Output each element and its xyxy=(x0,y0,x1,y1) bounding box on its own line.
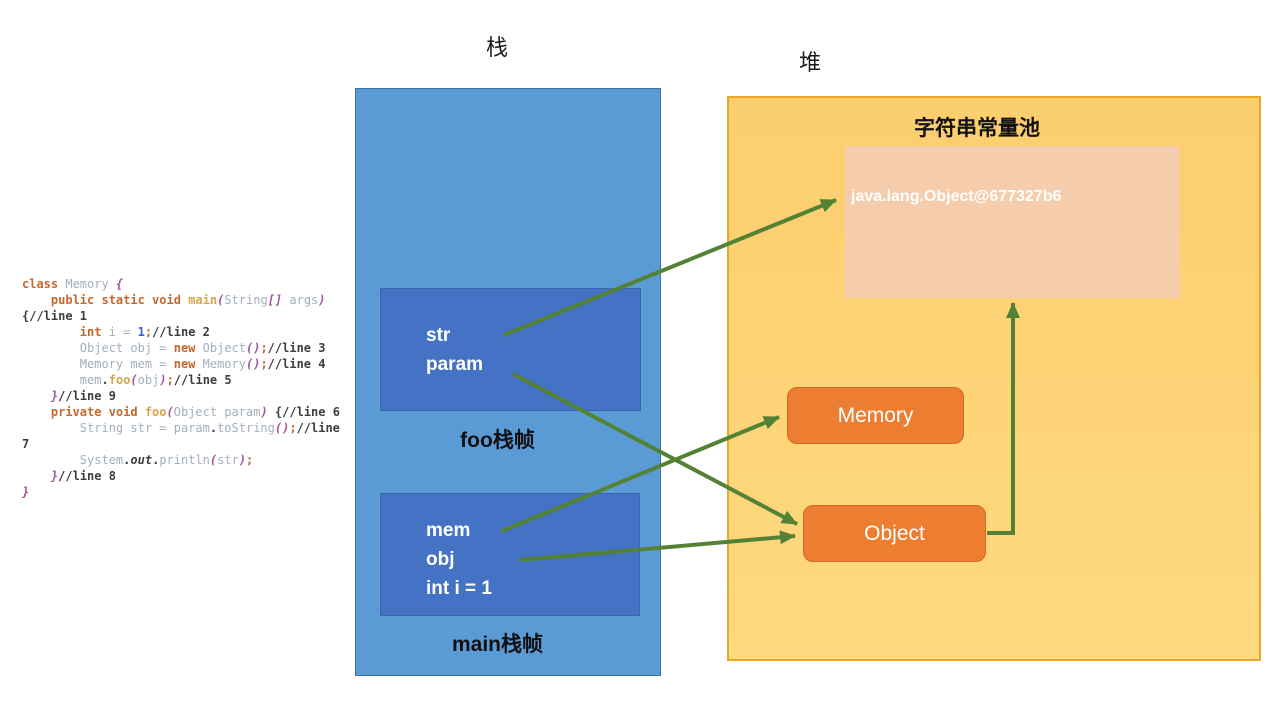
code-line: System.out.println(str); xyxy=(79,453,254,467)
main-frame-var-int-i: int i = 1 xyxy=(426,578,492,599)
code-line: String str = param.toString();//line xyxy=(79,421,340,435)
stack-title: 栈 xyxy=(485,35,508,60)
foo-frame-var-str: str xyxy=(426,325,451,346)
foo-stack-frame: str param xyxy=(380,288,641,411)
code-line: Object obj = new Object();//line 3 xyxy=(79,341,326,355)
java-source-code: class Memory { public static void main(S… xyxy=(22,276,356,500)
foo-frame-var-param: param xyxy=(426,354,484,375)
code-line: {//line 1 xyxy=(22,309,88,323)
main-frame-var-mem: mem xyxy=(426,520,471,541)
heap-title: 堆 xyxy=(798,50,821,75)
object-object: Object xyxy=(803,505,986,562)
object-object-label: Object xyxy=(864,521,925,545)
code-line: public static void main(String[] args) xyxy=(50,293,326,307)
pool-object-address: java.lang.Object@677327b6 xyxy=(851,188,1062,205)
memory-object: Memory xyxy=(787,387,964,444)
memory-object-label: Memory xyxy=(837,403,914,427)
string-pool-box: java.lang.Object@677327b6 xyxy=(845,146,1180,298)
code-line: } xyxy=(22,485,30,499)
code-line: 7 xyxy=(22,437,30,451)
code-line: private void foo(Object param) {//line 6 xyxy=(50,405,340,419)
code-line: class Memory { xyxy=(22,277,124,291)
code-line: }//line 9 xyxy=(50,389,116,403)
main-frame-var-obj: obj xyxy=(426,549,455,570)
main-stack-frame: mem obj int i = 1 xyxy=(380,493,640,616)
code-line: int i = 1;//line 2 xyxy=(79,325,210,339)
code-line: mem.foo(obj);//line 5 xyxy=(79,373,232,387)
code-line: Memory mem = new Memory();//line 4 xyxy=(79,357,326,371)
string-pool-title: 字符串常量池 xyxy=(914,117,1040,140)
foo-frame-label: foo栈帧 xyxy=(460,429,535,452)
main-frame-label: main栈帧 xyxy=(451,633,543,656)
code-line: }//line 8 xyxy=(50,469,116,483)
